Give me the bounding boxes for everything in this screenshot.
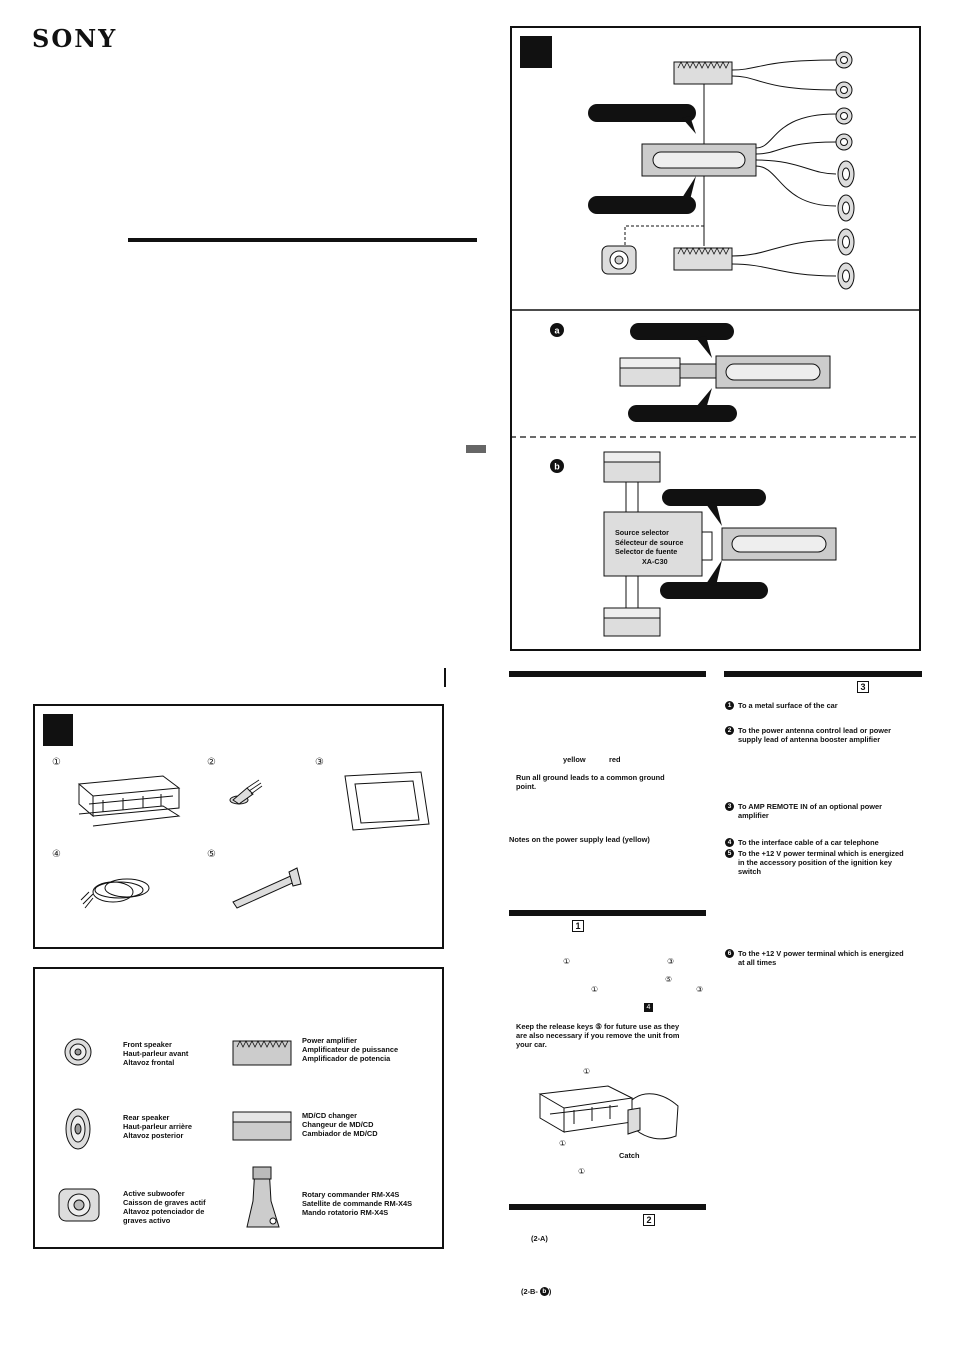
changer-b-top-icon	[603, 451, 661, 483]
release-key-icon	[232, 867, 302, 909]
power-amplifier-bottom-icon	[673, 247, 733, 271]
mounting-sleeve-icon	[77, 775, 181, 827]
section-marker-black	[520, 36, 552, 68]
changer-b-bottom-icon	[603, 607, 661, 637]
fig-ref-1a: ①	[583, 1067, 591, 1076]
ref-c3: ③	[667, 957, 675, 966]
section-rule	[509, 671, 706, 677]
optional-components-panel	[33, 967, 444, 1249]
rotary-commander-icon	[246, 1166, 280, 1228]
speaker-icons	[835, 51, 855, 290]
label-b: b	[554, 462, 560, 472]
component-icons	[58, 1038, 292, 1228]
section-rule	[724, 671, 922, 677]
part-3-number: ③	[315, 757, 324, 768]
part-1-number: ①	[52, 757, 61, 768]
ref-2a: (2-A)	[531, 1234, 548, 1243]
fig-ref-1b: ①	[559, 1139, 567, 1148]
cable-bundle-icon	[80, 878, 150, 909]
section-1-number: 1	[572, 920, 584, 932]
wiring-diagram: a b	[510, 51, 921, 637]
ref-2b: (2-B- b)	[521, 1287, 552, 1296]
fig-ref-1c: ①	[578, 1167, 586, 1176]
parts-list-panel	[33, 704, 444, 949]
section-rule	[509, 1204, 706, 1210]
installation-illustration	[538, 1085, 679, 1140]
screw-icon	[229, 779, 263, 805]
source-selector-label: Source selector Sélecteur de source Sele…	[615, 528, 684, 566]
front-speaker-icon	[64, 1038, 92, 1066]
part-4-number: ④	[52, 849, 61, 860]
label-a: a	[554, 326, 560, 336]
wiring-diagram-panel	[510, 26, 921, 651]
power-supply-note: Notes on the power supply lead (yellow)	[509, 835, 650, 844]
ref-c1: ①	[563, 957, 571, 966]
language-tab	[466, 445, 486, 453]
section-marker-black	[43, 714, 73, 746]
ref-c3b: ③	[696, 985, 704, 994]
sony-logo: SONY	[32, 24, 118, 53]
frame-icon	[344, 771, 430, 831]
active-subwoofer-icon	[58, 1188, 100, 1222]
ref-c1b: ①	[591, 985, 599, 994]
part-2-number: ②	[207, 757, 216, 768]
catch-label: Catch	[619, 1151, 640, 1160]
column-mark	[444, 668, 446, 687]
section-rule	[509, 910, 706, 916]
power-amplifier-top-icon	[673, 61, 733, 85]
head-unit-top-icon	[641, 143, 757, 177]
ref-4: 4	[644, 1003, 653, 1012]
part-5-number: ⑤	[207, 849, 216, 860]
title-rule	[128, 238, 477, 242]
changer-a-icon	[619, 357, 681, 387]
ref-c5: ⑤	[665, 975, 673, 984]
power-amplifier-icon	[232, 1040, 292, 1066]
rear-speaker-icon	[65, 1108, 91, 1150]
yellow-label: yellow	[563, 755, 586, 764]
section-2-number: 2	[643, 1214, 655, 1226]
red-label: red	[609, 755, 621, 764]
subwoofer-icon	[601, 245, 637, 275]
release-keys-note: Keep the release keys ⑤ for future use a…	[516, 1022, 680, 1049]
section-3-number: 3	[857, 681, 869, 693]
md-cd-changer-icon	[232, 1111, 292, 1141]
parts-illustrations	[77, 771, 430, 909]
